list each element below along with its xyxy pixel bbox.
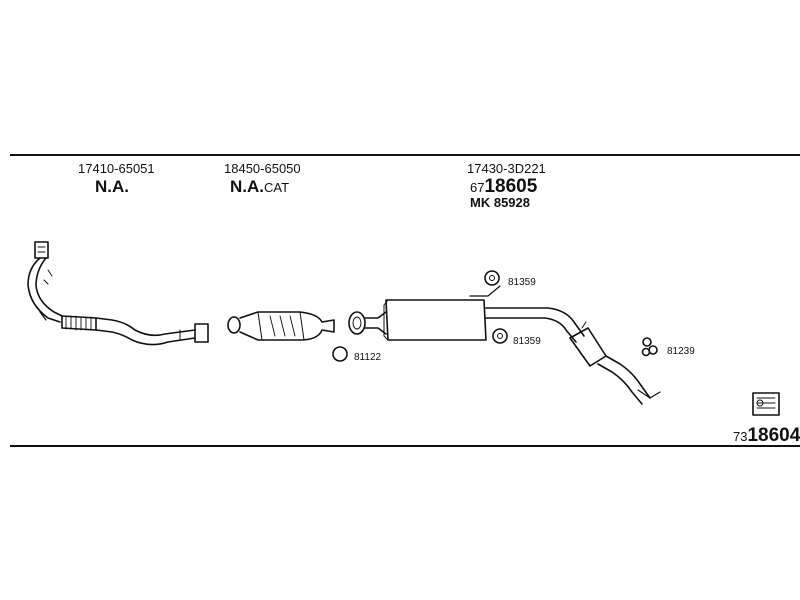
ref-number-rear-section: 6718605: [470, 177, 537, 196]
mk-number: 85928: [493, 195, 530, 210]
top-divider-line: [10, 154, 800, 156]
part-number-rear-section: 17430-3D221: [467, 161, 546, 176]
hanger-top-icon: [484, 270, 500, 286]
callout-hanger-bottom: 81359: [513, 336, 541, 347]
hanger-bottom-icon: [492, 328, 508, 344]
callout-hanger-top: 81359: [508, 277, 536, 288]
front-pipe-drawing: [27, 241, 209, 346]
part-number-catalyst: 18450-65050: [224, 161, 301, 176]
variant-catalyst: N.A.CAT: [230, 178, 289, 196]
variant-catalyst-main: N.A.: [230, 177, 264, 196]
callout-tail-hanger: 81239: [667, 346, 695, 357]
variant-catalyst-suffix: CAT: [264, 180, 290, 195]
footer-number: 18604: [747, 425, 800, 446]
tail-hanger-icon: [641, 337, 658, 357]
variant-front-pipe: N.A.: [95, 177, 129, 196]
catalog-book-icon: [752, 392, 780, 416]
bottom-divider-line: [10, 445, 800, 447]
part-number-front-pipe: 17410-65051: [78, 161, 155, 176]
footer-prefix: 73: [733, 429, 748, 444]
gasket-icon: [332, 346, 348, 362]
callout-gasket-front: 81122: [354, 352, 382, 363]
ref-prefix: 67: [470, 180, 485, 195]
catalytic-converter-drawing: [227, 311, 335, 341]
muffler-system-drawing: [348, 285, 661, 405]
ref-number: 18605: [484, 176, 538, 197]
footer-reference: 7318604: [733, 426, 800, 445]
mk-prefix: MK: [470, 195, 491, 210]
mk-number-rear-section: MK 85928: [470, 196, 530, 209]
